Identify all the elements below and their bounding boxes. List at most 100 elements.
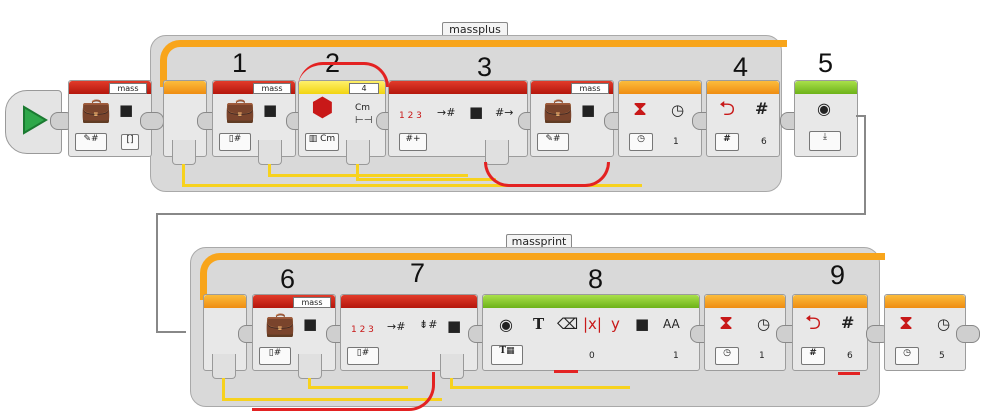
briefcase-icon: ■: [303, 315, 318, 333]
variable-name-tag[interactable]: mass: [571, 83, 609, 94]
play-icon[interactable]: [22, 105, 48, 135]
display-x-value[interactable]: 0: [589, 351, 595, 361]
wait-seconds-value[interactable]: 1: [673, 137, 679, 147]
loop-count-value[interactable]: 6: [847, 351, 853, 361]
wait-block[interactable]: ⧗ ◷ ◷ 1: [704, 294, 786, 371]
data-wire: [222, 398, 442, 401]
sensor-output[interactable]: [346, 140, 370, 165]
ultrasonic-sensor-block[interactable]: 4 ⬢ Cm ⊢⊣ ▥ Cm: [298, 80, 386, 157]
briefcase-icon: ■: [263, 101, 278, 119]
briefcase-icon: ■: [119, 101, 134, 119]
variable-name-tag[interactable]: mass: [109, 83, 147, 94]
data-wire: [222, 378, 225, 400]
download-mode-selector[interactable]: ⤓: [809, 131, 841, 151]
display-block[interactable]: ◉ T ⌫ |x| y ■ AA T▦ 0 1: [482, 294, 700, 371]
hourglass-icon: ⧗: [719, 310, 734, 334]
loop-mode-selector[interactable]: #: [801, 347, 825, 365]
mode-selector[interactable]: ✎#: [75, 133, 107, 151]
array-operations-block[interactable]: 1 2 3 →# ⇟# ■ ▯#: [340, 294, 478, 371]
mode-selector[interactable]: ▯#: [259, 347, 291, 365]
briefcase-icon: ■: [581, 101, 596, 119]
loop-index-output[interactable]: [172, 140, 196, 165]
sequence-wire: [864, 115, 866, 215]
array-output[interactable]: [485, 140, 509, 165]
array-input-icon: →#: [387, 320, 406, 333]
annotation-3: 3: [477, 52, 493, 82]
display-size-value[interactable]: 1: [673, 351, 679, 361]
y-position-icon: y: [611, 315, 620, 333]
briefcase-icon: ■: [447, 317, 462, 335]
array-output[interactable]: [440, 354, 464, 379]
x-position-icon: |x|: [583, 315, 602, 333]
data-wire: [356, 178, 496, 181]
loop-index-output[interactable]: [212, 354, 236, 379]
array-value-input[interactable]: []: [121, 134, 139, 150]
variable-block-mass-read[interactable]: mass 💼 ■ ▯#: [212, 80, 296, 157]
sequence-wire: [156, 213, 866, 215]
variable-block-mass-write[interactable]: mass 💼 ■ ✎#: [530, 80, 614, 157]
variable-name-tag[interactable]: mass: [293, 297, 331, 308]
annotation-8: 8: [588, 264, 604, 294]
hourglass-icon: ⧗: [899, 310, 914, 334]
briefcase-icon: 💼: [81, 96, 111, 124]
annotation-mark: [554, 370, 578, 373]
variable-block-mass-write[interactable]: mass 💼 ■ ✎# []: [68, 80, 152, 157]
stopwatch-icon: ◷: [671, 101, 685, 119]
data-wire: [356, 164, 359, 180]
brick-block[interactable]: ◉ ⤓: [794, 80, 858, 157]
sequence-wire: [856, 115, 866, 117]
annotation-5: 5: [818, 48, 834, 78]
distance-icon: ⊢⊣: [355, 115, 373, 126]
data-wire: [450, 386, 630, 389]
annotation-mark: [252, 372, 435, 411]
annotation-mark: [484, 162, 610, 187]
array-icon: 1 2 3: [351, 325, 374, 335]
annotation-mark: [298, 62, 389, 87]
stopwatch-icon: ◷: [937, 315, 951, 333]
hourglass-icon: ⧗: [633, 96, 648, 120]
loop-end-block[interactable]: ⮌ # # 6: [792, 294, 868, 371]
loop-end-block[interactable]: ⮌ # # 6: [706, 80, 780, 157]
wait-block[interactable]: ⧗ ◷ ◷ 1: [618, 80, 702, 157]
mode-selector[interactable]: ◷: [895, 347, 919, 365]
mode-selector[interactable]: ▯#: [219, 133, 251, 151]
data-wire: [268, 174, 468, 177]
data-wire: [308, 386, 408, 389]
loop-mode-selector[interactable]: #: [715, 133, 739, 151]
variable-block-mass-read[interactable]: mass 💼 ■ ▯#: [252, 294, 336, 371]
array-append-icon: #→: [495, 106, 514, 119]
mode-selector[interactable]: ▥ Cm: [305, 133, 339, 151]
ultrasonic-sensor-icon: ⬢: [311, 93, 334, 123]
stopwatch-icon: ◷: [757, 315, 771, 333]
mode-selector[interactable]: ◷: [715, 347, 739, 365]
sequence-plug: [140, 112, 164, 130]
loop-return-icon: ⮌: [805, 310, 822, 334]
distance-unit-label: Cm: [355, 103, 371, 113]
variable-output[interactable]: [298, 354, 322, 379]
mode-selector[interactable]: #+: [399, 133, 427, 151]
brick-icon: ◉: [499, 315, 513, 334]
annotation-7: 7: [410, 258, 426, 288]
loop-count-value[interactable]: 6: [761, 137, 767, 147]
loop-return-icon: ⮌: [719, 96, 736, 120]
mode-selector[interactable]: ✎#: [537, 133, 569, 151]
annotation-9: 9: [830, 260, 846, 290]
wait-seconds-value[interactable]: 5: [939, 351, 945, 361]
display-mode-selector[interactable]: T▦: [491, 345, 523, 365]
hash-icon: #: [841, 313, 855, 332]
annotation-6: 6: [280, 264, 296, 294]
mode-selector[interactable]: ▯#: [347, 347, 379, 365]
wait-block[interactable]: ⧗ ◷ ◷ 5: [884, 294, 966, 371]
eraser-icon: ⌫: [557, 315, 579, 333]
annotation-mark: [838, 372, 860, 375]
sequence-wire: [156, 331, 186, 333]
briefcase-icon: 💼: [265, 310, 295, 338]
hash-icon: #: [755, 99, 769, 118]
variable-name-tag[interactable]: mass: [253, 83, 291, 94]
mode-selector[interactable]: ◷: [629, 133, 653, 151]
wait-seconds-value[interactable]: 1: [759, 351, 765, 361]
variable-output[interactable]: [258, 140, 282, 165]
briefcase-icon: 💼: [543, 96, 573, 124]
array-input-icon: →#: [437, 106, 456, 119]
download-icon: ⤓: [823, 132, 827, 142]
